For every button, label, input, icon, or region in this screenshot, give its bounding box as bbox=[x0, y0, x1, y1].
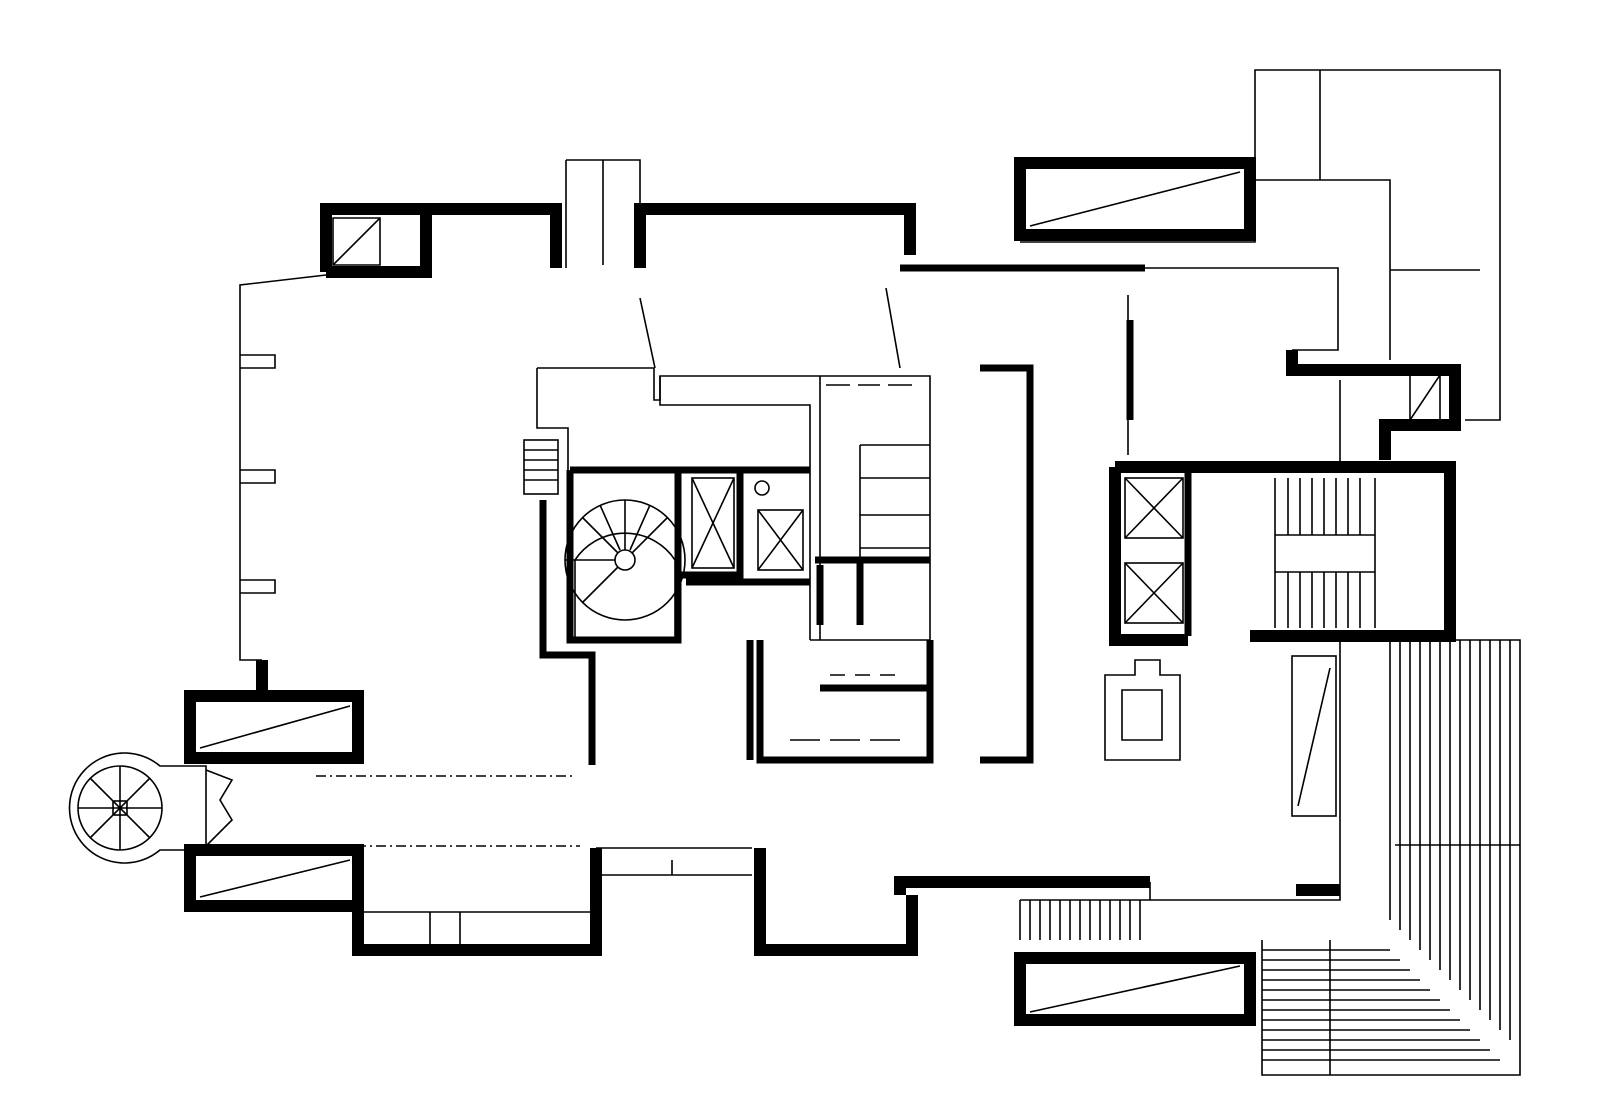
west-storage-boxes bbox=[184, 690, 364, 912]
central-core bbox=[523, 367, 931, 765]
west-spiral-stair bbox=[68, 752, 234, 864]
east-core bbox=[1104, 461, 1456, 817]
spiral-stair-core bbox=[564, 499, 686, 640]
terraced-steps bbox=[1261, 639, 1521, 1076]
west-wing-walls bbox=[239, 159, 916, 690]
north-east-walls bbox=[1014, 69, 1501, 460]
restrooms bbox=[639, 287, 934, 764]
south-west-walls bbox=[316, 775, 1340, 956]
central-hall-partition bbox=[900, 264, 1145, 764]
south-east-walls bbox=[1014, 380, 1341, 1026]
